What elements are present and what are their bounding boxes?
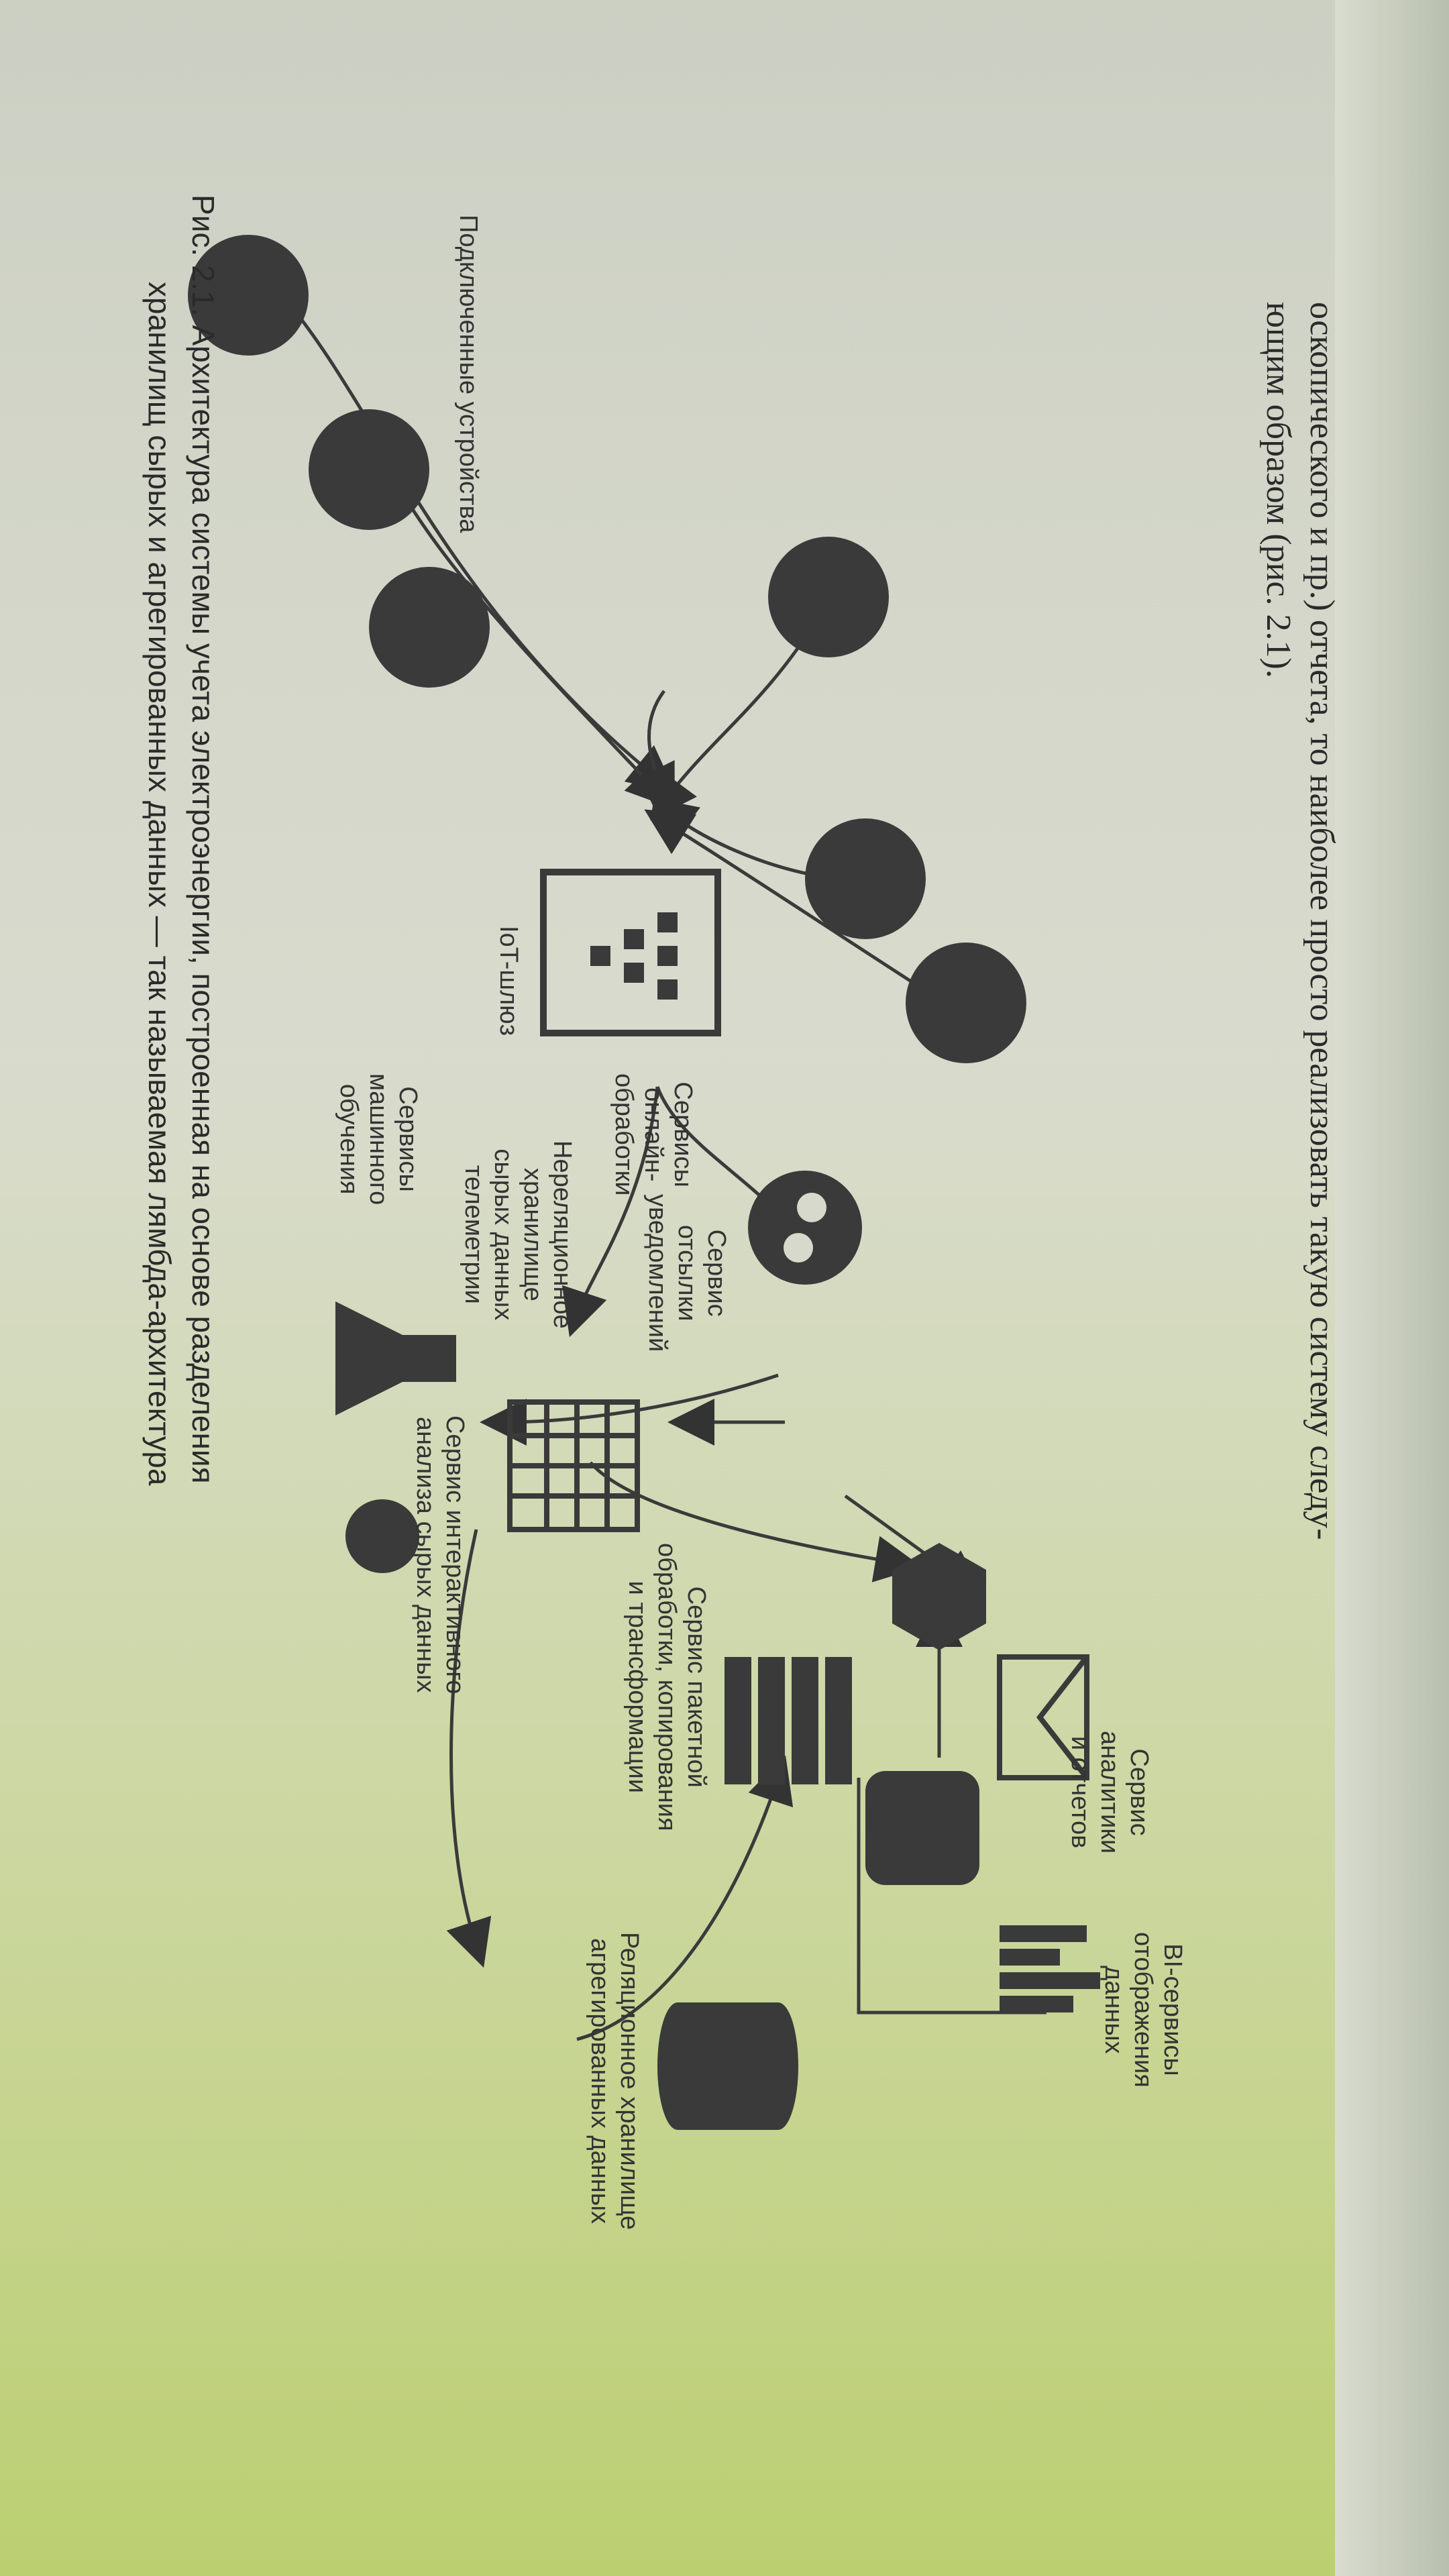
figure-caption-line: хранилищ сырых и агрегированных данных —… bbox=[142, 282, 177, 1486]
device-connectors bbox=[280, 294, 941, 1002]
relational-database-icon bbox=[657, 2002, 798, 2130]
bi-chart-icon bbox=[1000, 1925, 1100, 2012]
ml-services-label: Сервисы машинного обучения bbox=[335, 1073, 422, 1205]
iot-hub-label: IoT-шлюз bbox=[494, 926, 523, 1036]
raw-storage-icon bbox=[507, 1399, 640, 1532]
raw-storage-label: Нереляционное хранилище сырых данных тел… bbox=[460, 1140, 576, 1329]
interactive-analysis-icon bbox=[345, 1499, 419, 1573]
device-gear-icon bbox=[369, 567, 490, 688]
notification-envelope-icon bbox=[997, 1654, 1089, 1780]
bi-services-label: BI-сервисы отображения данных bbox=[1099, 1932, 1187, 2088]
interactive-analysis-label: Сервис интерактивного анализа сырых данн… bbox=[411, 1415, 469, 1695]
ml-flask-icon bbox=[335, 1301, 456, 1415]
device-icons bbox=[188, 235, 1026, 1063]
hexagon-processor-icon bbox=[892, 1543, 986, 1650]
device-gear-icon bbox=[768, 537, 889, 657]
batch-server-icon bbox=[724, 1657, 852, 1784]
figure-caption-line: Рис. 2.1. Архитектура системы учета элек… bbox=[186, 195, 221, 1484]
batch-processing-label: Сервис пакетной обработки, копирования и… bbox=[623, 1543, 710, 1831]
analytics-reports-label: Сервис аналитики и отчетов bbox=[1066, 1731, 1153, 1854]
relational-storage-label: Реляционное хранилище агрегированных дан… bbox=[586, 1932, 643, 2231]
notification-label: Сервис отсылки уведомлений bbox=[643, 1194, 731, 1352]
online-processing-label: Сервисы онлайн- обработки bbox=[610, 1073, 697, 1196]
device-gear-icon bbox=[805, 818, 926, 939]
flow-connectors bbox=[446, 1086, 1046, 2041]
analytics-database-icon bbox=[865, 1771, 979, 1885]
iot-hub-icon bbox=[540, 869, 721, 1036]
online-processing-icon bbox=[748, 1171, 862, 1285]
devices-label: Подключенные устройства bbox=[454, 215, 482, 533]
device-gear-icon bbox=[309, 409, 429, 530]
device-gear-icon bbox=[188, 235, 309, 356]
device-gear-icon bbox=[906, 943, 1026, 1063]
